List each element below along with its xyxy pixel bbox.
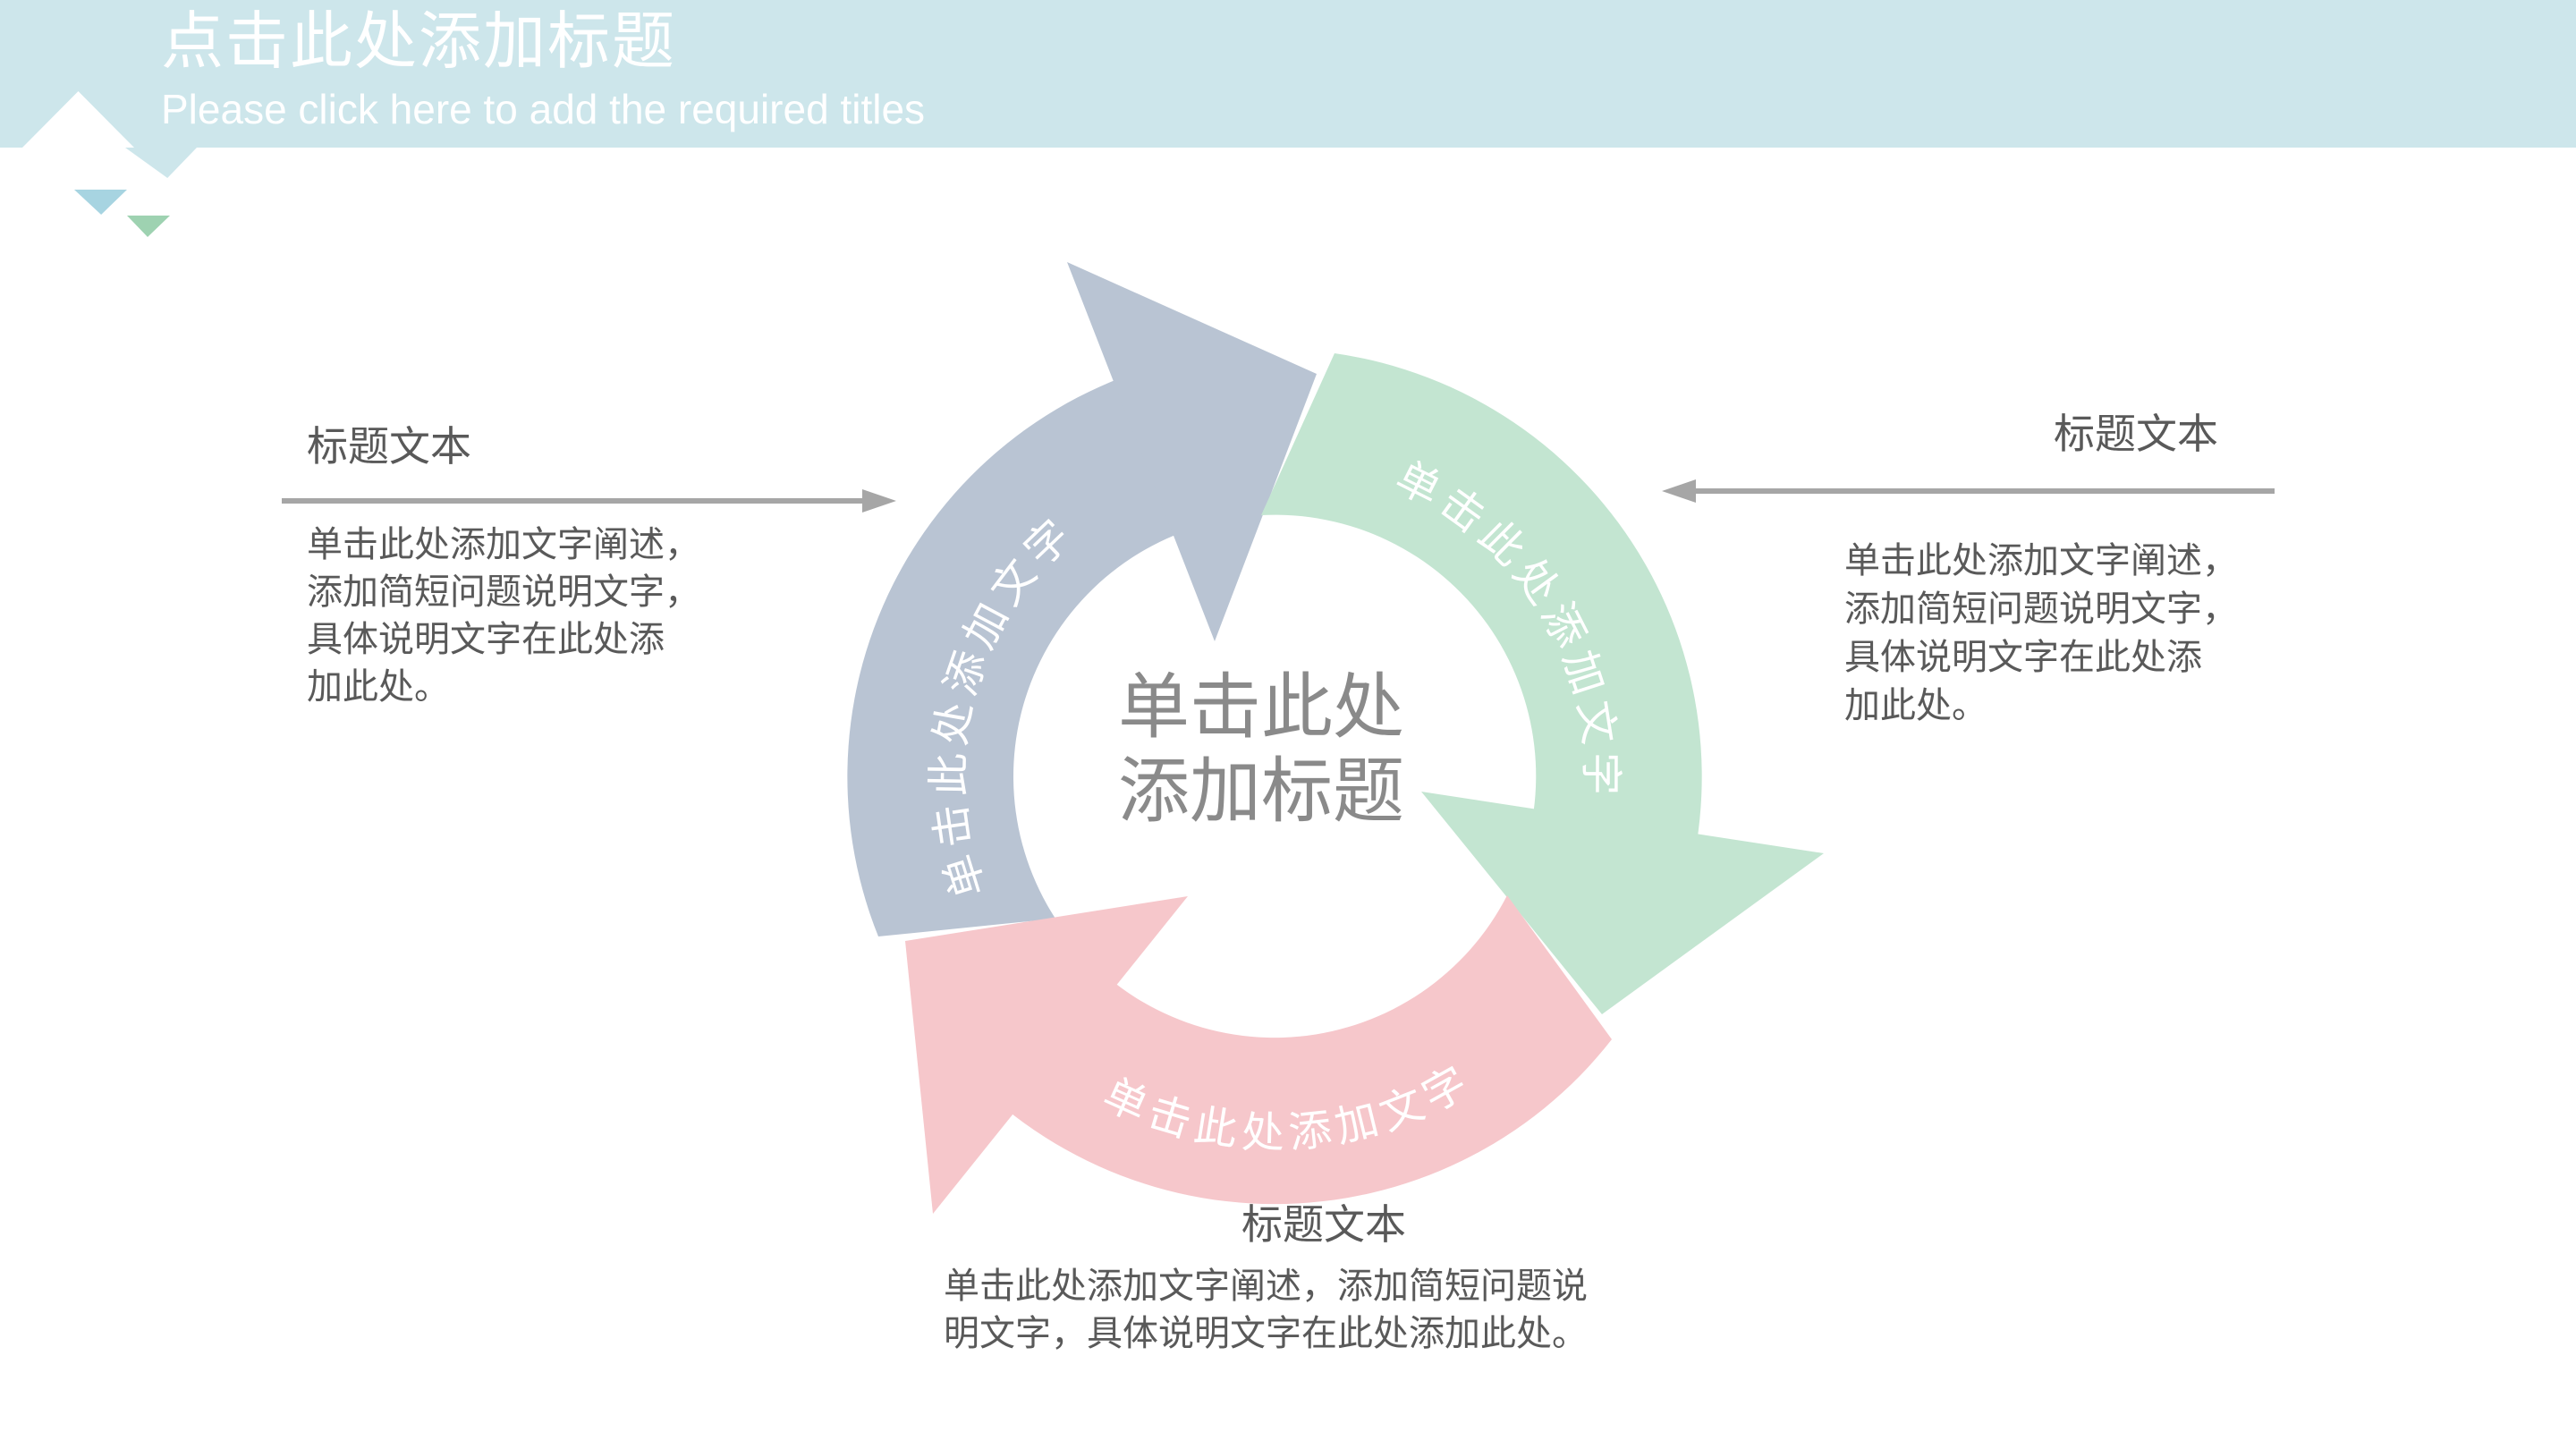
left-annotation-heading[interactable]: 标题文本 <box>307 423 471 470</box>
left-body-line: 具体说明文字在此处添 <box>307 620 665 659</box>
diagram-center-title[interactable]: 单击此处 添加标题 <box>993 665 1530 834</box>
left-leader-arrow-icon <box>862 489 896 513</box>
header-band: 点击此处添加标题 Please click here to add the re… <box>0 0 2576 148</box>
center-title-line2: 添加标题 <box>1118 751 1404 831</box>
bottom-body-line: 单击此处添加文字阐述，添加简短问题说 <box>944 1267 1588 1306</box>
cycle-arrow-top-left[interactable]: 单击此处添加文字 <box>847 262 1317 936</box>
center-title-line1: 单击此处 <box>1118 667 1404 747</box>
right-body-line: 添加简短问题说明文字， <box>1844 589 2238 629</box>
left-body-line: 添加简短问题说明文字， <box>307 572 700 612</box>
bottom-body-line: 明文字，具体说明文字在此处添加此处。 <box>944 1314 1588 1353</box>
right-body-line: 具体说明文字在此处添 <box>1844 638 2202 677</box>
arrow-head-pink <box>905 896 1188 1214</box>
arrow-band-pink <box>937 895 1612 1205</box>
bottom-annotation-body[interactable]: 单击此处添加文字阐述，添加简短问题说 明文字，具体说明文字在此处添加此处。 <box>944 1263 1677 1358</box>
right-annotation-heading[interactable]: 标题文本 <box>2054 411 2218 457</box>
left-body-line: 单击此处添加文字阐述， <box>307 525 700 564</box>
arrow-head-blue <box>1067 262 1317 641</box>
arrow-head-green <box>1421 792 1824 1014</box>
right-leader-arrow-icon <box>1662 479 1696 503</box>
left-annotation-body[interactable]: 单击此处添加文字阐述， 添加简短问题说明文字， 具体说明文字在此处添 加此处。 <box>307 521 808 711</box>
bottom-annotation-heading[interactable]: 标题文本 <box>1241 1201 1406 1248</box>
right-body-line: 加此处。 <box>1844 686 1987 725</box>
right-body-line: 单击此处添加文字阐述， <box>1844 541 2238 580</box>
slide-title[interactable]: 点击此处添加标题 <box>161 6 676 76</box>
cycle-arrow-bottom[interactable]: 单击此处添加文字 <box>905 895 1612 1214</box>
right-leader-line <box>1696 488 2275 494</box>
arrow-band-blue <box>847 353 1238 936</box>
slide-subtitle[interactable]: Please click here to add the required ti… <box>161 86 926 132</box>
left-leader-line <box>282 498 863 504</box>
arrow-band-green <box>1261 353 1702 936</box>
left-body-line: 加此处。 <box>307 667 450 707</box>
right-annotation-body[interactable]: 单击此处添加文字阐述， 添加简短问题说明文字， 具体说明文字在此处添 加此处。 <box>1844 537 2345 730</box>
